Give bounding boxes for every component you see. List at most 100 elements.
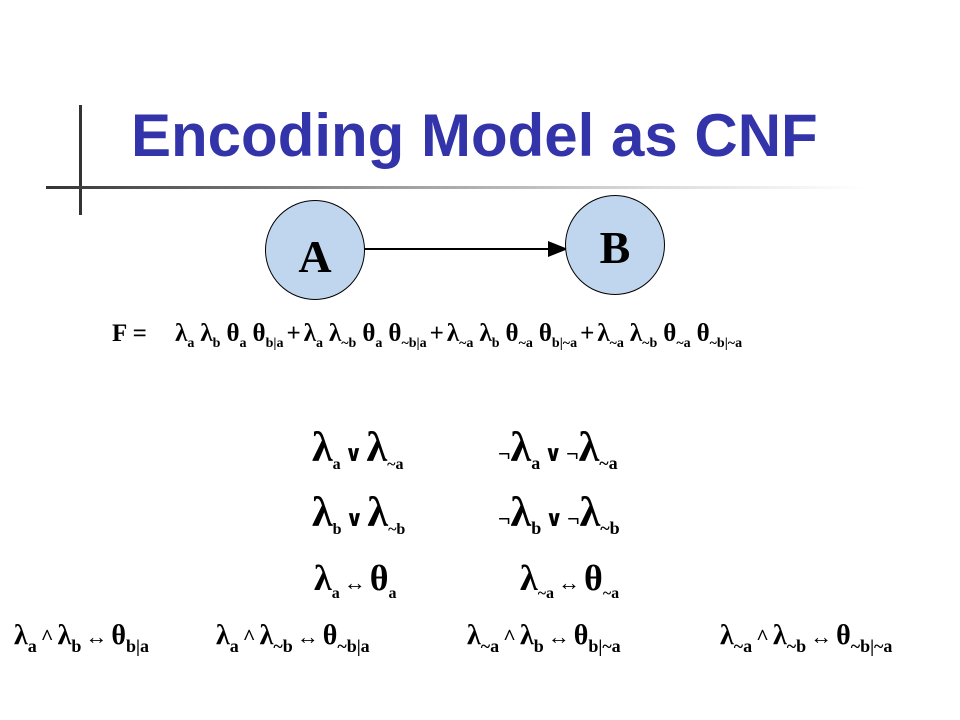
child-equivalence-b-given-not-a: λ~a^λb↔θb|~a — [467, 614, 621, 668]
math-symbol: θ — [584, 558, 603, 598]
math-symbol: λ — [629, 320, 643, 347]
math-symbol: θ — [111, 620, 126, 651]
math-symbol: ∨ — [344, 441, 363, 466]
math-subscript: a — [239, 336, 247, 351]
math-symbol: ¬ — [498, 506, 511, 531]
math-symbol: θ — [252, 320, 266, 347]
math-subscript: a — [315, 336, 323, 351]
math-symbol: λ — [578, 425, 600, 471]
math-symbol: λ — [57, 620, 72, 651]
math-subscript: a — [27, 636, 37, 656]
math-subscript: ~a — [733, 636, 753, 656]
node-b: B — [565, 195, 665, 295]
math-subscript: a — [375, 336, 383, 351]
math-subscript: b — [332, 521, 342, 538]
math-subscript: ~a — [480, 636, 500, 656]
math-symbol: λ — [216, 620, 230, 651]
math-subscript: b|a — [265, 336, 284, 351]
math-symbol: θ — [226, 320, 240, 347]
math-subscript: ~a — [676, 336, 691, 351]
math-symbol: ^ — [503, 624, 516, 649]
math-symbol: ¬ — [566, 441, 579, 466]
math-symbol: λ — [200, 320, 213, 347]
math-symbol: λ — [510, 425, 532, 471]
math-subscript: a — [531, 453, 541, 473]
math-symbol: + — [286, 320, 301, 347]
math-symbol: + — [580, 320, 595, 347]
math-symbol: λ — [720, 620, 734, 651]
math-subscript: ~a — [459, 336, 474, 351]
math-symbol: λ — [312, 490, 333, 536]
math-symbol: θ — [573, 620, 589, 651]
math-subscript: b — [212, 336, 221, 351]
math-subscript: a — [331, 585, 340, 602]
math-symbol: θ — [696, 320, 710, 347]
math-subscript: ~b — [786, 636, 807, 656]
math-symbol: θ — [505, 320, 519, 347]
math-subscript: a — [187, 336, 195, 351]
math-symbol: λ — [446, 320, 460, 347]
math-subscript: ~a — [518, 336, 533, 351]
math-subscript: b|a — [125, 636, 149, 656]
math-subscript: ~b|~a — [709, 336, 743, 351]
math-symbol: ¬ — [567, 506, 580, 531]
math-symbol: ↔ — [296, 624, 319, 649]
math-symbol: θ — [388, 320, 402, 347]
math-symbol: θ — [369, 558, 389, 598]
node-a-label: A — [298, 230, 332, 282]
math-symbol: ^ — [242, 624, 256, 649]
math-symbol: ↔ — [343, 570, 366, 595]
math-subscript: ~b — [642, 336, 658, 351]
math-subscript: b|~a — [551, 336, 578, 351]
decorative-vertical-line — [79, 105, 82, 215]
math-symbol: λ — [328, 320, 342, 347]
math-symbol: λ — [772, 620, 787, 651]
child-equivalence-not-b-given-not-a: λ~a^λ~b↔θ~b|~a — [720, 614, 892, 668]
math-symbol: λ — [479, 320, 492, 347]
math-symbol: + — [429, 320, 444, 347]
decorative-horizontal-line — [46, 186, 866, 189]
math-subscript: ~b|~a — [850, 636, 893, 656]
math-subscript: ~a — [609, 336, 624, 351]
math-symbol: ∨ — [544, 441, 563, 466]
math-subscript: ~a — [387, 456, 404, 473]
math-symbol: θ — [836, 620, 851, 651]
slide-title: Encoding Model as CNF — [131, 102, 818, 169]
math-subscript: ~b|a — [337, 636, 370, 656]
math-subscript: a — [229, 636, 239, 656]
clause-indicator-a: λa∨λ~a — [312, 426, 403, 487]
math-symbol: ∨ — [345, 506, 364, 531]
math-symbol: λ — [520, 558, 538, 598]
math-subscript: ~a — [599, 453, 618, 473]
math-subscript: ~b — [600, 518, 620, 538]
math-symbol: λ — [519, 620, 534, 651]
math-symbol: λ — [314, 558, 332, 598]
math-subscript: b — [533, 636, 544, 656]
math-symbol: λ — [597, 320, 610, 347]
math-symbol: ↔ — [85, 624, 108, 649]
math-symbol: ↔ — [558, 570, 581, 595]
math-symbol: λ — [579, 490, 601, 536]
math-symbol: λ — [467, 620, 481, 651]
math-symbol: ^ — [40, 624, 54, 649]
node-b-label: B — [599, 221, 631, 273]
math-symbol: λ — [303, 320, 316, 347]
math-symbol: λ — [175, 320, 188, 347]
math-symbol: λ — [510, 490, 532, 536]
math-symbol: θ — [538, 320, 552, 347]
math-subscript: ~b|a — [401, 336, 427, 351]
math-symbol: λ — [312, 425, 333, 471]
clause-not-both-b: ¬λb∨¬λ~b — [498, 491, 620, 550]
math-subscript: b — [491, 336, 500, 351]
math-symbol: λ — [366, 425, 388, 471]
math-symbol: θ — [322, 620, 338, 651]
math-symbol: ¬ — [498, 441, 511, 466]
math-symbol: θ — [362, 320, 376, 347]
math-symbol: λ — [259, 620, 274, 651]
math-subscript: b|~a — [588, 636, 621, 656]
math-subscript: ~a — [602, 585, 620, 602]
math-subscript: a — [332, 456, 341, 473]
math-subscript: a — [388, 585, 397, 602]
